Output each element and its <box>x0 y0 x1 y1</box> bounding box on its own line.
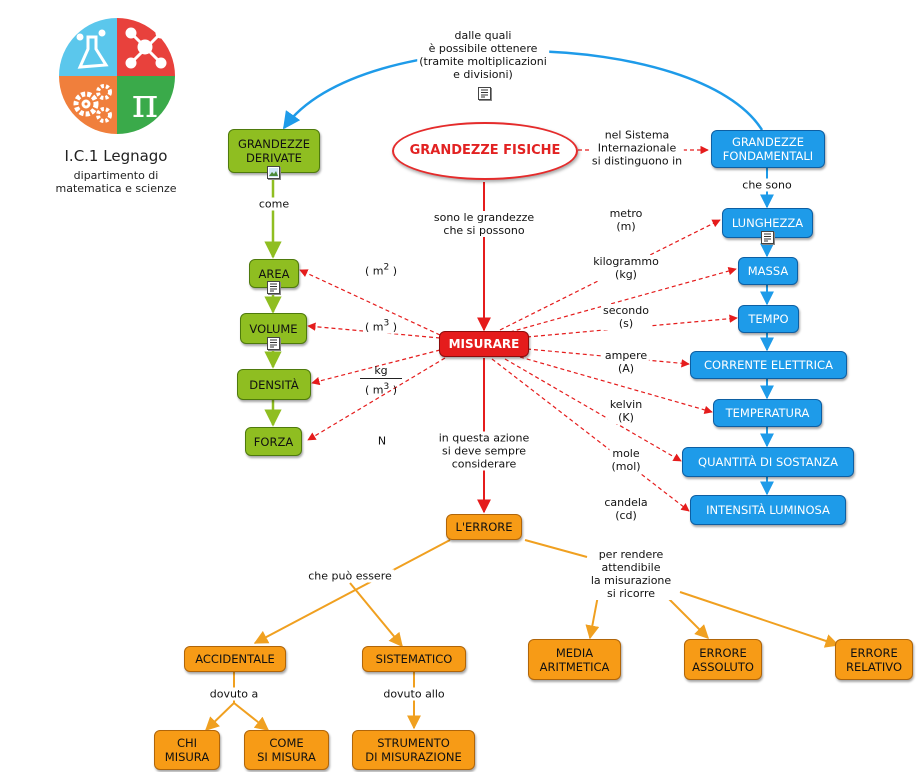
label-per-rendere: per rendere attendibile la misurazione s… <box>588 548 674 600</box>
school-name: I.C.1 Legnago <box>64 147 168 165</box>
unit-candela: candela (cd) <box>602 496 650 522</box>
image-icon[interactable] <box>267 166 280 179</box>
label-dovuto-a: dovuto a <box>207 687 261 701</box>
node-temperatura[interactable]: TEMPERATURA <box>713 399 822 427</box>
node-errore-assoluto[interactable]: ERRORE ASSOLUTO <box>684 639 762 680</box>
node-media-aritmetica[interactable]: MEDIA ARITMETICA <box>528 639 621 680</box>
node-sistematico[interactable]: SISTEMATICO <box>362 646 466 672</box>
label-nel-sistema: nel Sistema Internazionale si distinguon… <box>589 128 685 168</box>
node-errore-relativo[interactable]: ERRORE RELATIVO <box>835 639 913 680</box>
pi-quadrant <box>117 76 175 134</box>
node-massa[interactable]: MASSA <box>738 257 798 285</box>
node-grandezze-fondamentali[interactable]: GRANDEZZE FONDAMENTALI <box>711 130 825 168</box>
node-corrente-elettrica[interactable]: CORRENTE ELETTRICA <box>690 351 847 379</box>
node-misurare[interactable]: MISURARE <box>439 331 529 357</box>
label-che-puo-essere: che può essere <box>306 569 394 583</box>
node-strumento-di-misurazione[interactable]: STRUMENTO DI MISURAZIONE <box>352 730 475 770</box>
density-numerator: kg <box>360 364 402 379</box>
document-icon[interactable] <box>267 337 280 350</box>
unit-kelvin: kelvin (K) <box>607 398 645 424</box>
node-grandezze-derivate[interactable]: GRANDEZZE DERIVATE <box>228 129 320 173</box>
document-icon[interactable] <box>478 87 491 100</box>
node-forza[interactable]: FORZA <box>245 427 302 456</box>
gears-icon <box>73 84 112 123</box>
unit-ampere: ampere (A) <box>602 349 650 375</box>
unit-kilogrammo: kilogrammo (kg) <box>591 255 661 281</box>
document-icon[interactable] <box>267 281 280 294</box>
document-icon[interactable] <box>761 231 774 244</box>
unit-forza: N <box>375 434 389 448</box>
node-grandezze-fisiche[interactable]: GRANDEZZE FISICHE <box>392 122 578 180</box>
node-intensita-luminosa[interactable]: INTENSITÀ LUMINOSA <box>690 495 846 525</box>
density-denominator: ( m3 ) <box>364 382 398 397</box>
unit-area: ( m2 ) <box>362 262 400 278</box>
label-in-questa-azione: in questa azione si deve sempre consider… <box>436 431 532 471</box>
label-che-sono: che sono <box>740 178 794 192</box>
node-errore[interactable]: L'ERRORE <box>446 514 522 540</box>
school-logo: π <box>59 18 175 134</box>
node-accidentale[interactable]: ACCIDENTALE <box>184 646 286 672</box>
label-dovuto-allo: dovuto allo <box>381 687 447 701</box>
unit-volume: ( m3 ) <box>362 318 400 334</box>
unit-densita: kg ( m3 ) <box>360 364 402 397</box>
label-dalle-quali: dalle quali è possibile ottenere (tramit… <box>417 29 549 81</box>
flask-icon <box>76 29 109 69</box>
label-come: come <box>256 197 292 211</box>
pi-icon: π <box>132 81 158 127</box>
node-come-si-misura[interactable]: COME SI MISURA <box>244 730 329 770</box>
unit-mole: mole (mol) <box>609 447 643 473</box>
label-sono-le-grandezze: sono le grandezze che si possono <box>431 211 537 237</box>
node-tempo[interactable]: TEMPO <box>738 305 799 333</box>
node-chi-misura[interactable]: CHI MISURA <box>154 730 220 770</box>
unit-secondo: secondo (s) <box>601 304 651 330</box>
department-name: dipartimento di matematica e scienze <box>55 169 177 195</box>
molecule-icon <box>125 27 167 69</box>
node-quantita-di-sostanza[interactable]: QUANTITÀ DI SOSTANZA <box>682 447 854 477</box>
node-densita[interactable]: DENSITÀ <box>237 369 311 400</box>
unit-metro: metro (m) <box>607 207 645 233</box>
